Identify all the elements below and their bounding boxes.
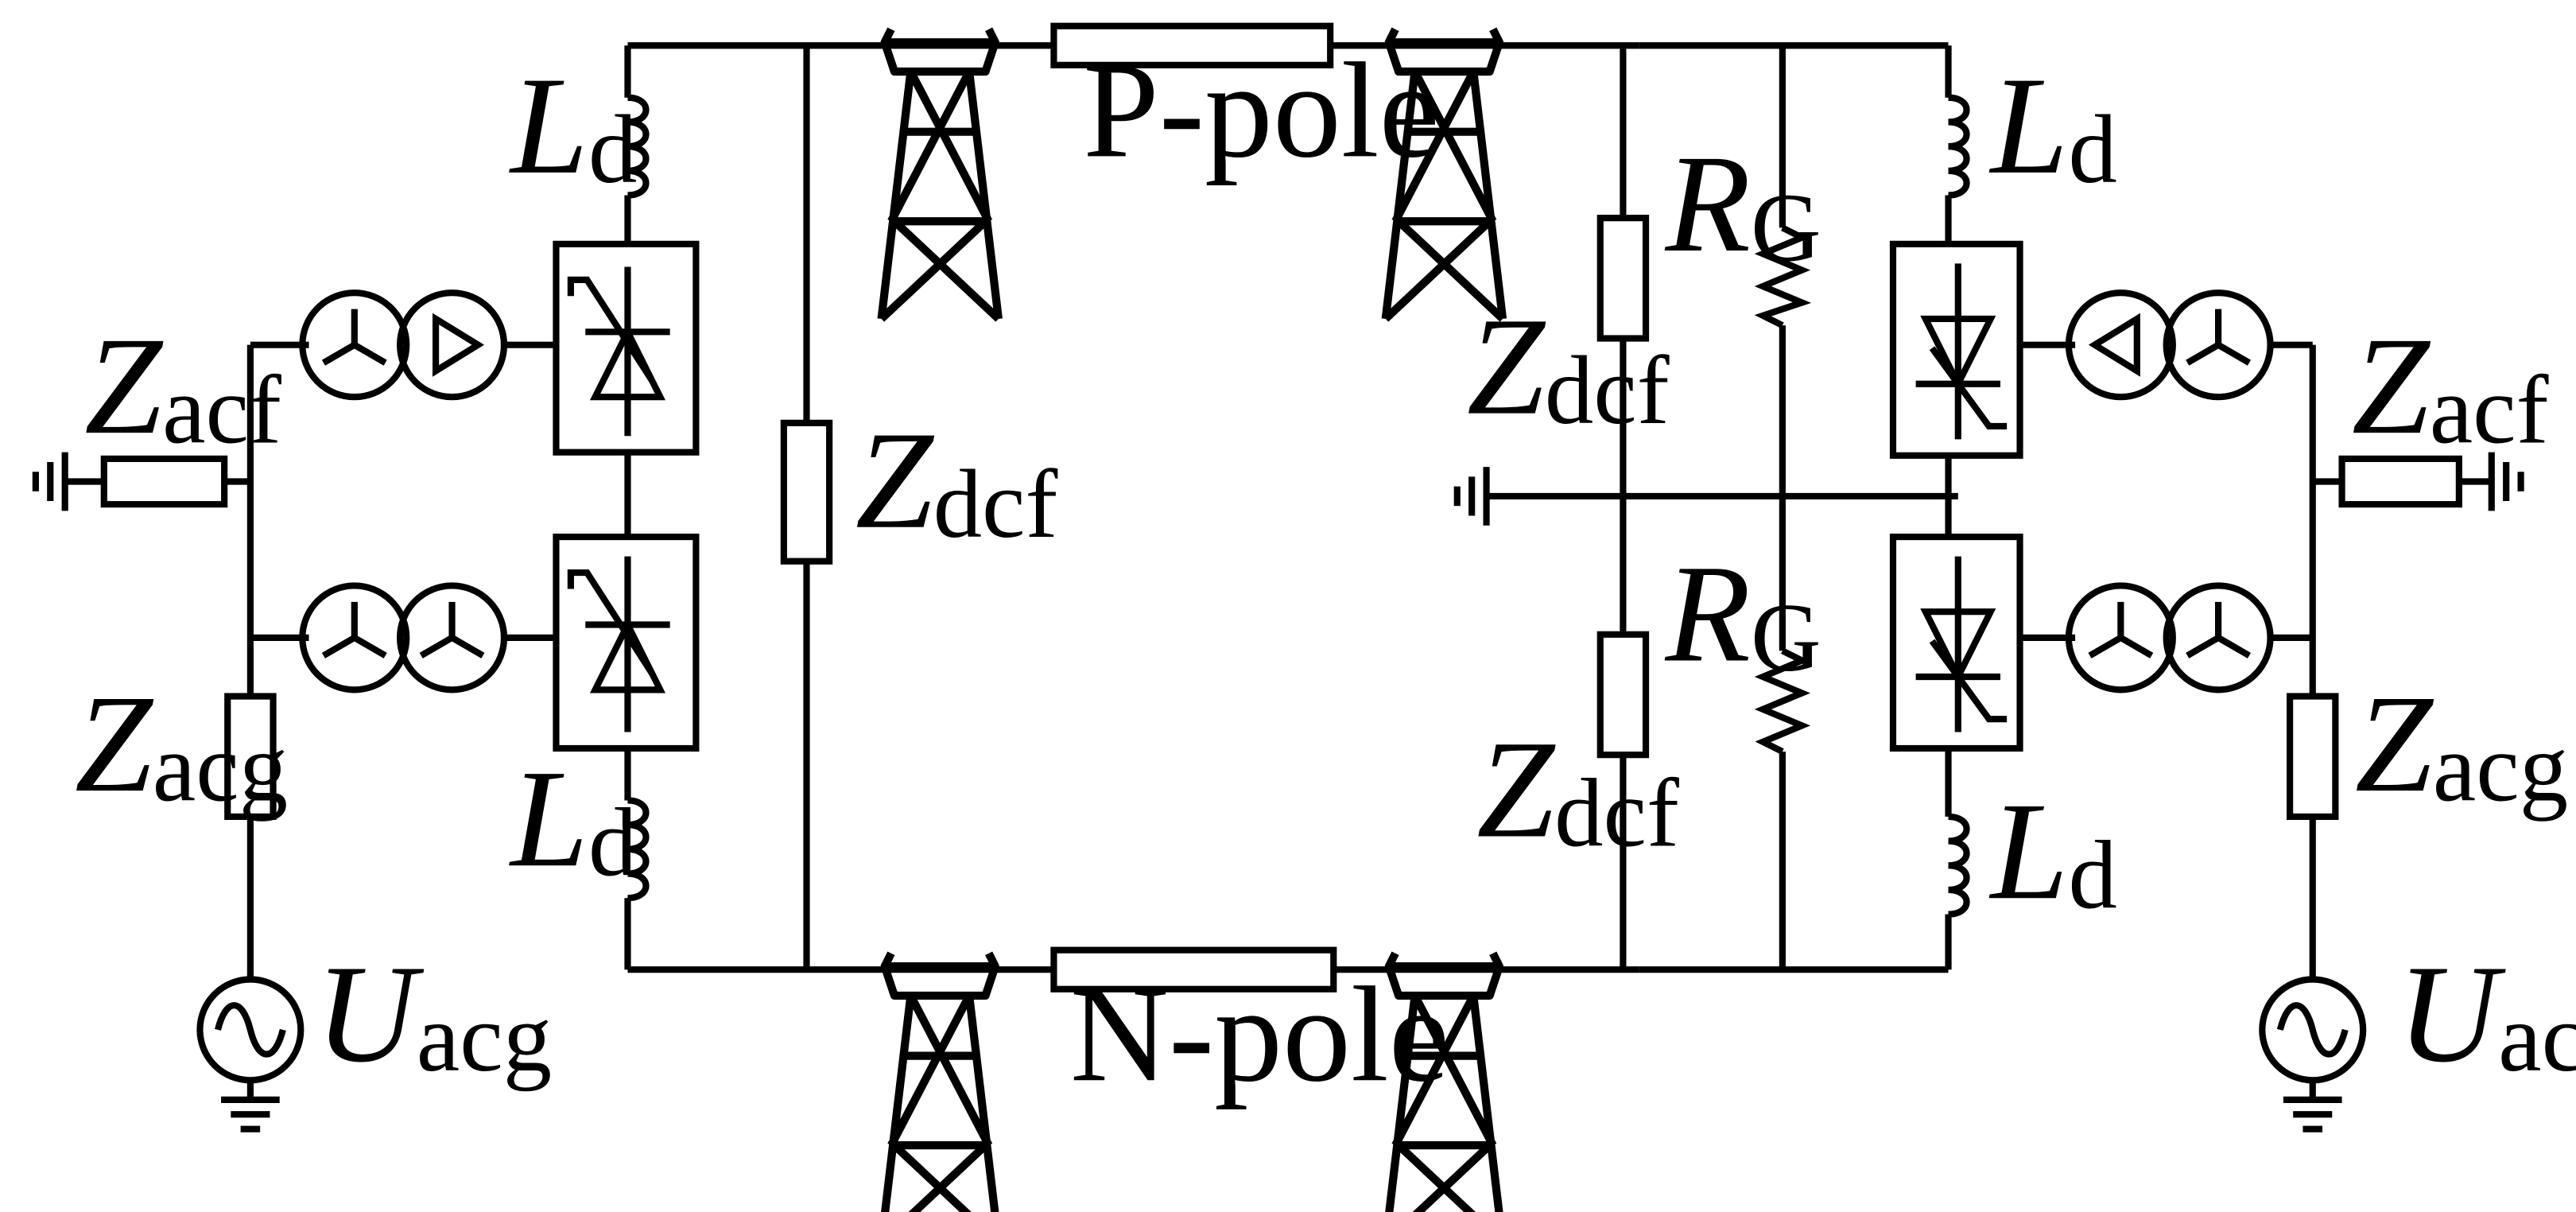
ground-icon-left-acf (32, 452, 68, 511)
transformer-bottom-left (299, 582, 508, 693)
label-rg-top: RG (1665, 126, 1821, 282)
resistor-rg-top (1754, 224, 1812, 328)
transformer-top-left (299, 289, 508, 401)
label-zacf-right: Zacf (2352, 309, 2549, 464)
converter-valve-bottom-left (553, 533, 700, 752)
label-p-pole: P-pole (1083, 35, 1440, 186)
label-ld-top-left: Ld (508, 49, 637, 204)
ac-source-icon-right (2259, 976, 2367, 1084)
label-ld-top-right: Ld (1988, 49, 2117, 204)
label-zacf-left: Zacf (84, 309, 281, 464)
label-rg-bottom: RG (1665, 537, 1821, 692)
converter-valve-top-right (1889, 240, 2023, 459)
ground-icon-left-source (221, 1100, 280, 1129)
label-n-pole: N-pole (1070, 959, 1449, 1110)
converter-valve-top-left (553, 240, 700, 456)
transformer-bottom-right (2065, 582, 2274, 693)
label-zdcf-left: Zdcf (855, 403, 1058, 558)
label-ld-bottom-left: Ld (508, 741, 637, 896)
impedance-zdcf-right-bottom (1596, 631, 1650, 759)
inductor-ld-top-right (1949, 98, 1967, 196)
ac-source-icon-left (196, 976, 305, 1084)
ground-icon-right-acf (2488, 452, 2524, 511)
ground-icon-midpoint (1453, 467, 1490, 526)
impedance-zacg-left (224, 693, 277, 821)
inductor-ld-bottom-right (1949, 817, 1967, 915)
impedance-zacg-right (2287, 693, 2339, 821)
transformer-top-right (2065, 289, 2274, 401)
label-zacg-right: Zacg (2355, 666, 2568, 822)
label-ld-bottom-right: Ld (1988, 774, 2117, 929)
impedance-zdcf-left (780, 419, 833, 565)
label-zacg-left: Zacg (75, 666, 288, 822)
impedance-zacf-left (100, 455, 228, 508)
resistor-rg-bottom (1754, 647, 1811, 755)
label-zdcf-right-top: Zdcf (1467, 289, 1670, 445)
tower-icon-p-left (882, 29, 999, 319)
impedance-zacf-right (2338, 455, 2462, 508)
converter-valve-bottom-right (1889, 533, 2023, 752)
label-uacg-right: Uacg (2397, 937, 2576, 1092)
ground-icon-right-source (2283, 1100, 2342, 1129)
dc-line-p-pole (1050, 22, 1334, 68)
dc-line-n-pole (1050, 946, 1337, 993)
label-uacg-left: Uacg (316, 937, 552, 1092)
impedance-zdcf-right-top (1596, 215, 1650, 342)
label-zdcf-right-bottom: Zdcf (1476, 712, 1679, 867)
tower-icon-n-left (882, 954, 999, 1212)
right-circuit (1486, 42, 2492, 1100)
